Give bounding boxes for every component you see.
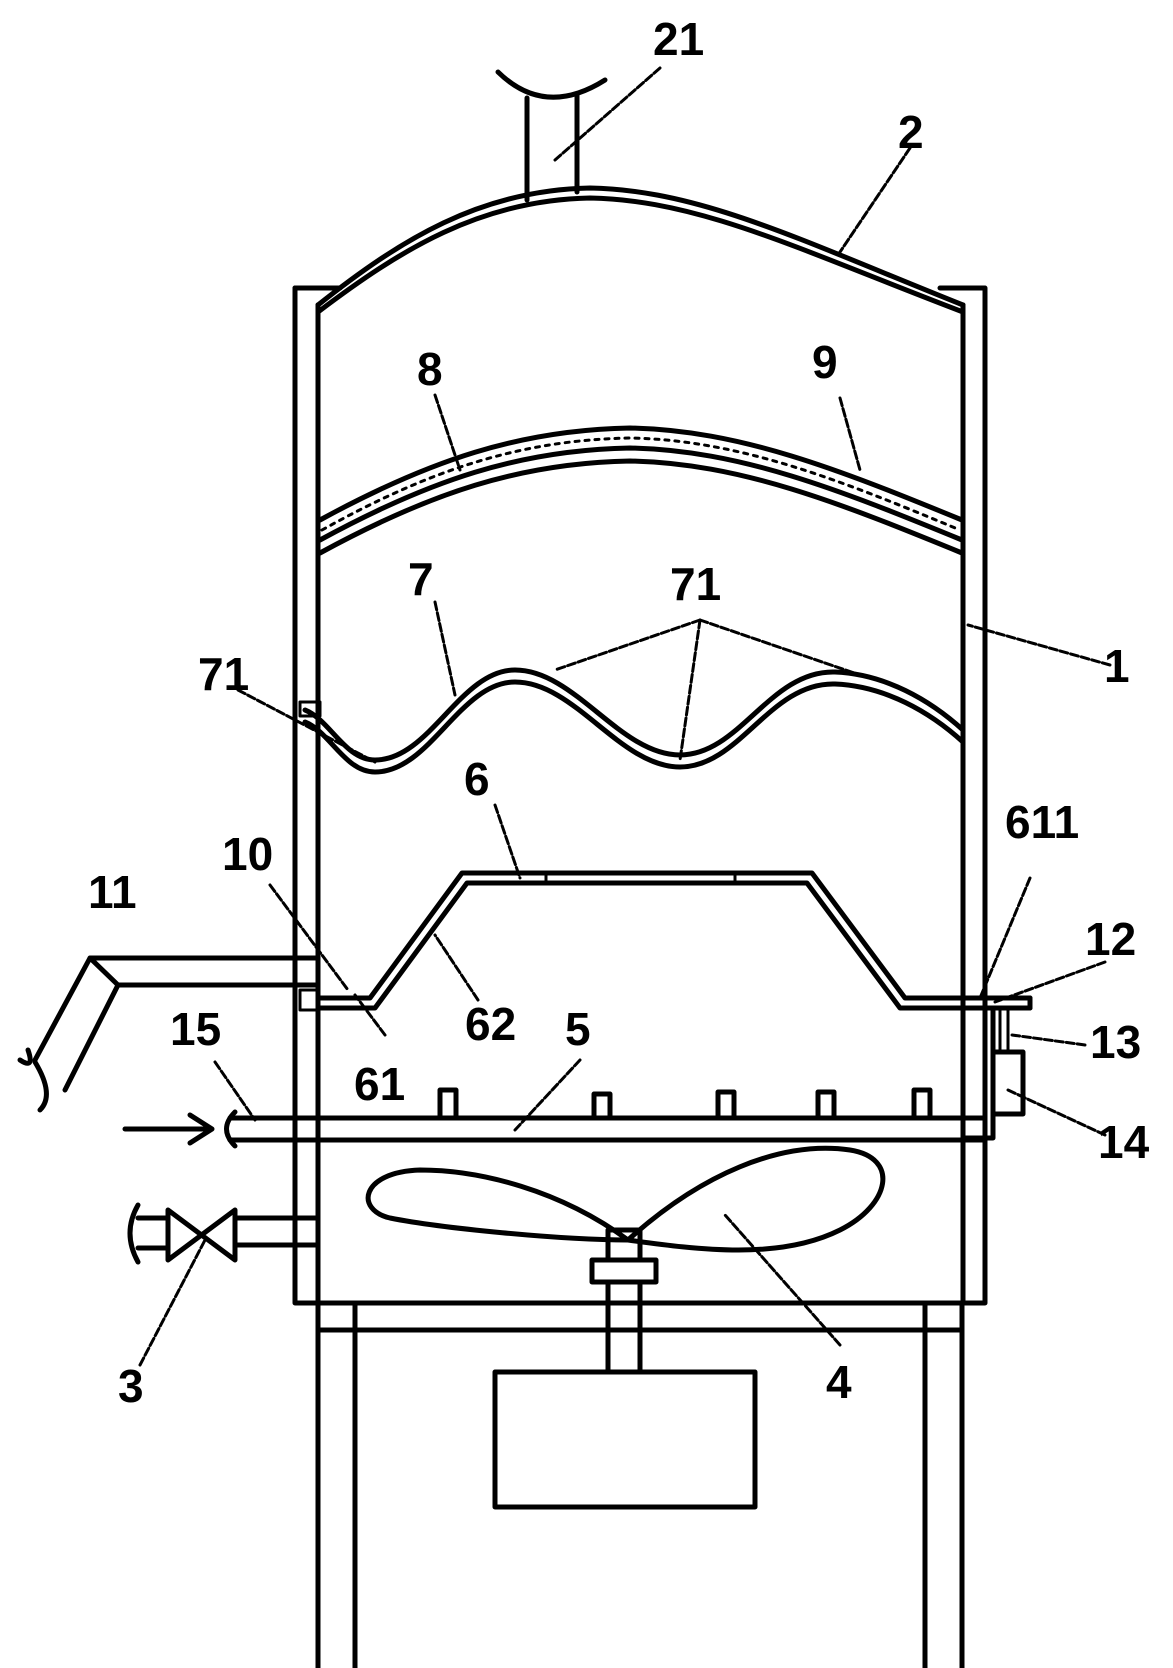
label-adsorbent: 9 <box>812 336 838 388</box>
exhaust-pipe <box>495 69 608 203</box>
dome-cover <box>315 185 966 315</box>
label-drain-valve: 3 <box>118 1360 144 1412</box>
label-flat-ring: 61 <box>354 1058 405 1110</box>
leader-lines <box>138 66 1112 1367</box>
fan <box>365 1145 886 1375</box>
label-housing: 1 <box>1104 640 1130 692</box>
labels: 21 2 8 9 7 71 71 1 6 611 10 11 12 15 62 … <box>88 13 1150 1412</box>
motor-and-legs <box>315 1300 965 1668</box>
wave-plate <box>298 667 966 775</box>
label-inlet-pipe: 15 <box>170 1003 221 1055</box>
label-conical-wall: 62 <box>465 998 516 1050</box>
gas-pipe <box>122 1087 988 1149</box>
label-dome-cover: 2 <box>898 106 924 158</box>
label-exhaust-pipe: 21 <box>653 13 704 65</box>
label-wave-plate: 7 <box>408 553 434 605</box>
label-wave-holes-top: 71 <box>670 558 721 610</box>
drain-valve <box>127 1167 321 1265</box>
sensor-assembly <box>960 1005 1026 1141</box>
outlet-pipe <box>17 955 321 1113</box>
label-filter-layer: 8 <box>417 343 443 395</box>
label-outlet-pipe: 11 <box>88 866 137 918</box>
label-bracket: 12 <box>1085 913 1136 965</box>
label-support-ring: 10 <box>222 828 273 880</box>
filter-layer <box>317 425 965 556</box>
label-notch: 611 <box>1005 796 1079 848</box>
label-rod: 13 <box>1090 1016 1141 1068</box>
label-sensor-box: 14 <box>1098 1116 1150 1168</box>
label-gas-pipe: 5 <box>565 1003 591 1055</box>
label-upper-plate: 6 <box>464 753 490 805</box>
housing-body <box>292 285 988 1306</box>
label-fan: 4 <box>826 1356 852 1408</box>
label-wave-holes-left: 71 <box>198 648 249 700</box>
upper-plate <box>298 870 1033 1012</box>
